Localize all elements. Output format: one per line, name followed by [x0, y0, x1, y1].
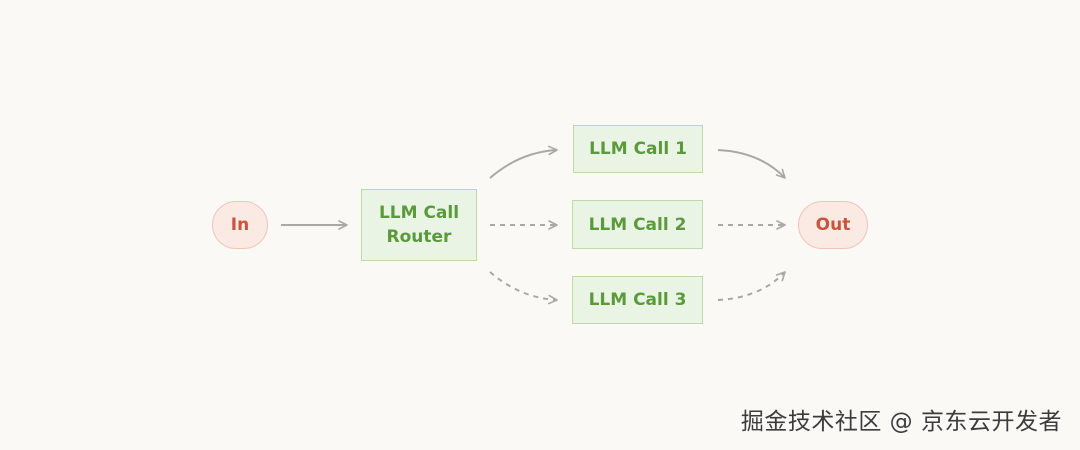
llm-call-1-node: LLM Call 1	[573, 125, 703, 173]
llm-call-2-node: LLM Call 2	[572, 200, 703, 249]
watermark-text: 掘金技术社区 @ 京东云开发者	[740, 409, 1062, 435]
llm-call-3-node: LLM Call 3	[572, 276, 703, 324]
router-node: LLM Call Router	[361, 189, 477, 261]
edge-router-to-call-3	[489, 271, 558, 305]
llm-call-3-label: LLM Call 3	[588, 290, 687, 310]
router-node-label: LLM Call Router	[378, 203, 460, 247]
llm-call-1-label: LLM Call 1	[589, 139, 687, 159]
llm-call-2-label: LLM Call 2	[588, 214, 687, 235]
input-node: In	[212, 201, 268, 249]
edge-call-3-to-out	[717, 271, 786, 301]
edge-router-to-call-1	[489, 145, 558, 179]
output-node: Out	[798, 201, 868, 249]
output-node-label: Out	[815, 215, 851, 235]
input-node-label: In	[230, 215, 250, 235]
edge-call-1-to-out	[717, 149, 786, 179]
